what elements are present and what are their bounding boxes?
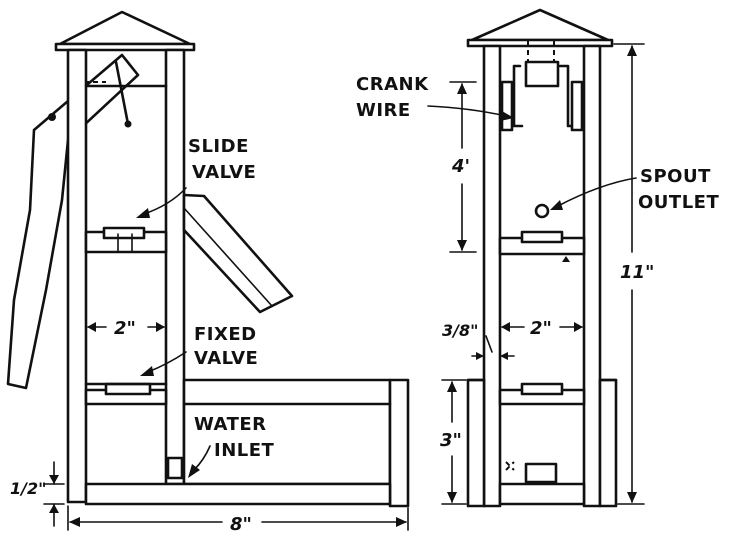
front-fixed-valve-cap — [520, 382, 564, 396]
height-arrow — [627, 45, 637, 56]
fixed-valve-arrowhead — [140, 366, 154, 376]
spout — [182, 193, 294, 314]
base-board — [84, 482, 392, 506]
front-inner-width-arrow — [501, 322, 510, 332]
stroke-arrow — [457, 240, 467, 251]
dim-inner-width-right: 2" — [530, 318, 552, 339]
dim-total-height: 11" — [620, 262, 654, 283]
base-height-arrow — [49, 475, 59, 484]
roof-cap-left — [54, 42, 196, 52]
wall-thickness-arrow — [500, 352, 508, 360]
front-reservoir-right — [598, 378, 618, 508]
handle-pivot — [48, 113, 56, 121]
dim-total-width: 8" — [230, 514, 252, 535]
spout-edge — [183, 207, 273, 307]
side-view — [6, 10, 410, 508]
reservoir-body — [182, 378, 392, 486]
front-view — [466, 8, 618, 508]
label-water-inlet: INLET — [214, 440, 275, 461]
crank-wire-arrowhead — [500, 111, 514, 121]
front-inner-width-arrow — [574, 322, 583, 332]
pump-handle — [6, 53, 140, 390]
front-base — [498, 482, 586, 506]
stroke-arrow — [457, 83, 467, 94]
spout-outlet-leader — [557, 177, 637, 207]
side-view-annotations: SLIDE VALVE FIXED VALVE WATER INLET 2" 1… — [10, 136, 409, 535]
rod-end — [124, 120, 132, 128]
crank-wire-leader — [427, 105, 507, 117]
reservoir-end-wall — [388, 378, 410, 508]
dim-inner-width-left: 2" — [114, 318, 136, 339]
inner-width-arrow-left — [87, 322, 96, 332]
label-spout: SPOUT — [640, 166, 711, 187]
label-water: WATER — [194, 414, 267, 435]
label-slide: SLIDE — [188, 136, 249, 157]
fixed-valve-cap — [104, 382, 152, 396]
label-fixed-valve: VALVE — [194, 348, 258, 369]
height-arrow — [627, 492, 637, 503]
front-inlet-hidden — [505, 461, 515, 471]
spout-outlet-hole — [534, 203, 550, 219]
roof-left — [58, 10, 192, 46]
roof-right — [470, 8, 610, 42]
front-right-post — [582, 44, 602, 508]
slide-valve-cap — [102, 226, 146, 240]
crank-guide-left — [500, 80, 514, 132]
crank-rod — [114, 60, 130, 126]
dim-base-height: 1/2" — [10, 479, 46, 498]
wall-thickness-leader — [485, 335, 493, 353]
left-post — [66, 48, 88, 504]
front-left-post — [482, 44, 502, 508]
crank-hidden — [527, 39, 555, 63]
water-inlet-arrowhead — [188, 464, 200, 478]
front-reservoir-left — [466, 378, 486, 508]
label-spout-outlet: OUTLET — [638, 192, 719, 213]
crank-block — [524, 60, 560, 88]
front-view-annotations: CRANK WIRE SPOUT OUTLET 4' 11" 3/8" — [356, 43, 719, 505]
total-width-arrow — [69, 517, 80, 527]
label-slide-valve: VALVE — [192, 162, 256, 183]
crank-guide-right — [570, 80, 584, 132]
front-inlet — [524, 462, 558, 484]
lower-height-arrow — [447, 492, 457, 503]
label-crank: CRANK — [356, 74, 429, 95]
label-crank-wire: WIRE — [356, 100, 411, 121]
front-slide-marker — [562, 256, 570, 262]
wall-thickness-arrow — [476, 352, 484, 360]
right-post — [164, 48, 186, 486]
base-height-arrow — [49, 504, 59, 513]
lower-height-arrow — [447, 381, 457, 392]
dim-wall-thickness: 3/8" — [442, 321, 478, 340]
total-width-arrow — [396, 517, 407, 527]
slide-valve-arrowhead — [136, 208, 150, 218]
dim-stroke-length: 4' — [451, 156, 470, 177]
front-slide-valve-cap — [520, 230, 564, 244]
label-fixed: FIXED — [194, 324, 257, 345]
dim-lower-height: 3" — [440, 430, 462, 451]
inner-width-arrow-right — [156, 322, 165, 332]
inlet-patch — [166, 456, 184, 480]
spout-outlet-arrowhead — [550, 200, 563, 210]
